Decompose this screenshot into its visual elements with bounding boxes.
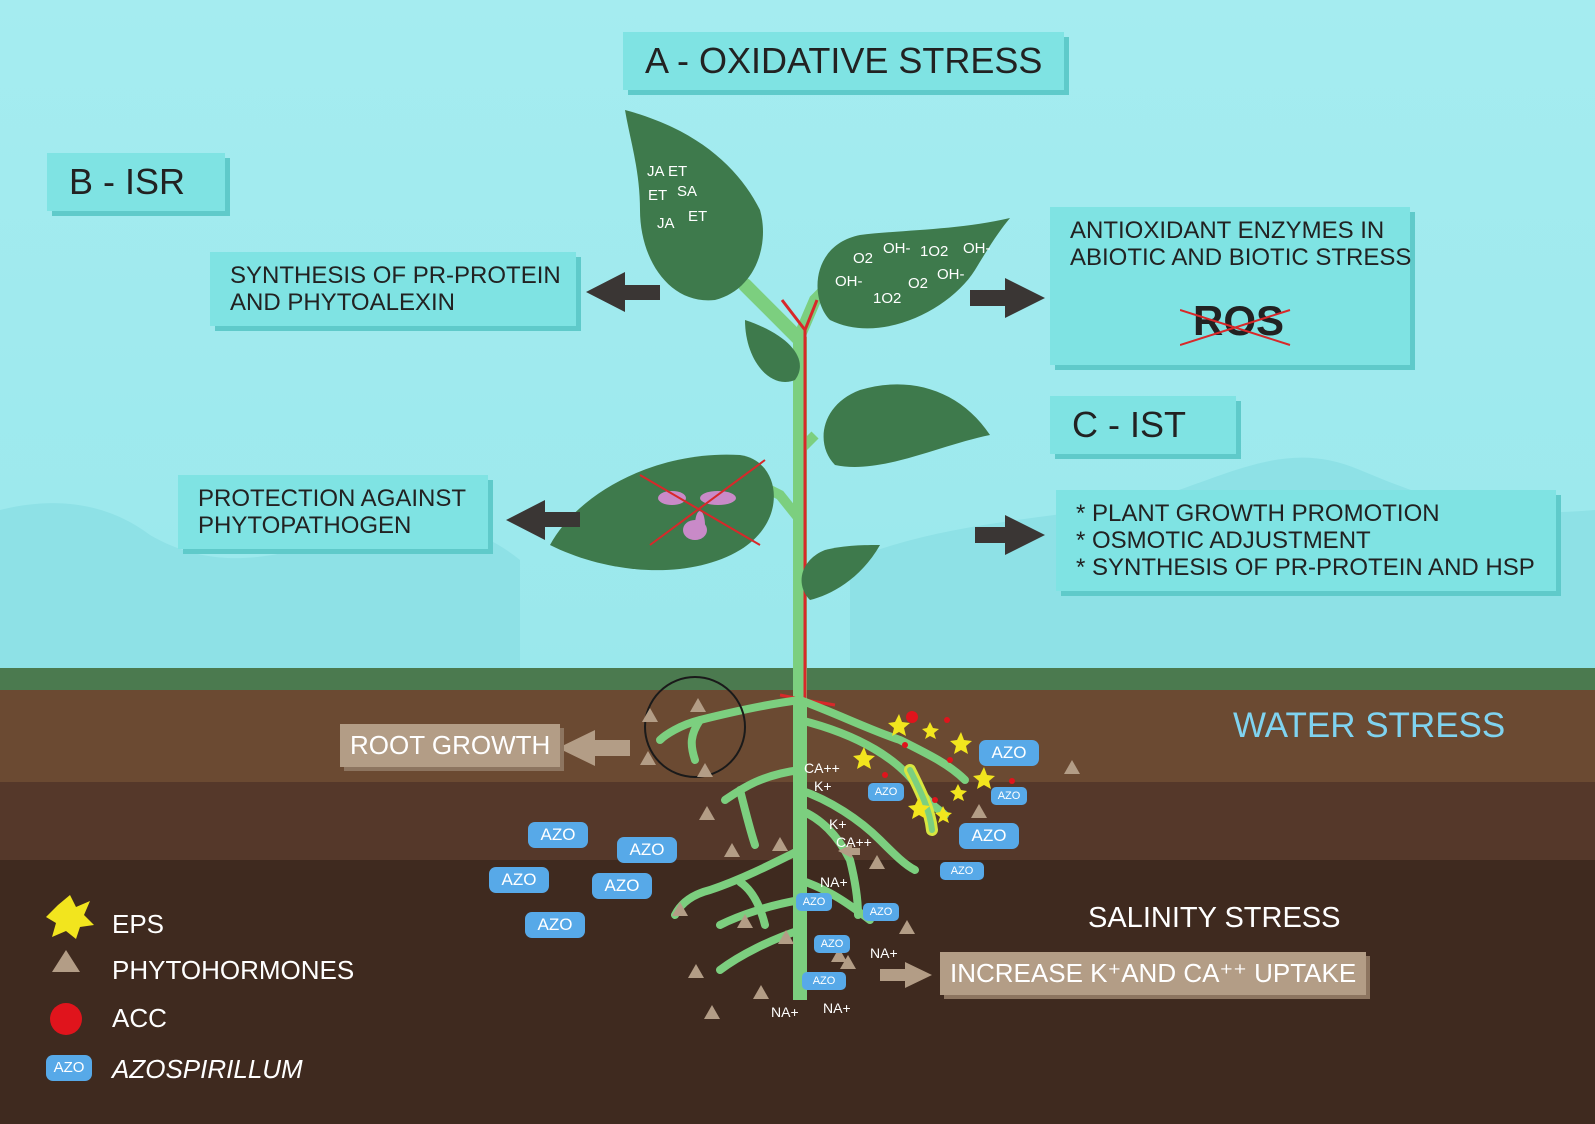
ion-label: CA++: [836, 834, 872, 850]
azo-bacterium-icon: AZO: [802, 972, 846, 990]
ist-box: * PLANT GROWTH PROMOTION * OSMOTIC ADJUS…: [1056, 490, 1556, 591]
legend-label-eps: EPS: [112, 909, 165, 939]
triangle-icon: [52, 950, 80, 972]
protection-line: PROTECTION AGAINST: [198, 485, 467, 512]
triangle-icon: [640, 698, 1080, 1019]
ion-label: K+: [829, 816, 847, 832]
root-growth-label: ROOT GROWTH: [340, 724, 561, 767]
ion-label: K+: [814, 778, 832, 794]
leaf-top-right: [817, 218, 1010, 329]
ros-species: OH-: [937, 266, 965, 283]
ist-line: * SYNTHESIS OF PR-PROTEIN AND HSP: [1076, 554, 1535, 581]
synthesis-box: SYNTHESIS OF PR-PROTEIN AND PHYTOALEXIN: [210, 252, 576, 326]
azo-bacterium-icon: AZO: [991, 787, 1027, 805]
synthesis-line: SYNTHESIS OF PR-PROTEIN: [230, 262, 561, 289]
legend-label-acc: ACC: [112, 1003, 167, 1033]
water-stress-label: WATER STRESS: [1233, 706, 1506, 745]
leaf-hormone: SA: [677, 183, 698, 200]
leaf-top-left: [625, 110, 763, 301]
antioxidant-box: ANTIOXIDANT ENZYMES IN ABIOTIC AND BIOTI…: [1050, 207, 1412, 365]
protection-line: PHYTOPATHOGEN: [198, 512, 412, 539]
protection-box: PROTECTION AGAINST PHYTOPATHOGEN: [178, 475, 488, 549]
ros-species: O2: [853, 250, 874, 267]
azo-bacterium-icon: AZO: [959, 823, 1019, 849]
ion-label: CA++: [804, 760, 840, 776]
azo-bacterium-icon: AZO: [814, 935, 850, 953]
azo-bacterium-icon: AZO: [528, 822, 588, 848]
ion-label: NA+: [870, 945, 898, 961]
leaf-hormone: JA: [647, 163, 665, 180]
azo-bacterium-icon: AZO: [979, 740, 1039, 766]
red-dot-icon: [50, 1003, 82, 1035]
azo-bacterium-icon: AZO: [940, 862, 984, 880]
antioxidant-line: ABIOTIC AND BIOTIC STRESS: [1070, 244, 1412, 271]
azo-bacterium-icon: AZO: [863, 903, 899, 921]
azo-bacterium-icon: AZO: [489, 867, 549, 893]
ros-species: OH-: [963, 240, 991, 257]
root-growth-circle: [644, 676, 746, 778]
azo-bacterium-icon: AZO: [592, 873, 652, 899]
cross-mark-icon: [639, 459, 766, 546]
ros-species: OH-: [835, 273, 863, 290]
arrow-brown-icon: [558, 730, 932, 988]
azo-bacterium-icon: AZO: [46, 1055, 92, 1081]
hills: [0, 503, 520, 690]
red-dot-icon: [882, 711, 1015, 803]
stem-branch: [796, 431, 819, 454]
azo-bacterium-icon: AZO: [868, 783, 904, 801]
leaf-hormone: ET: [668, 163, 688, 180]
ros-species: 1O2: [873, 290, 902, 307]
roots: [656, 696, 969, 974]
ros-species: O2: [908, 275, 929, 292]
leaf-mid-right: [823, 384, 990, 468]
signal-line: [779, 299, 836, 707]
antioxidant-line: ANTIOXIDANT ENZYMES IN: [1070, 217, 1385, 244]
ion-label: NA+: [820, 874, 848, 890]
ros-species: 1O2: [920, 243, 949, 260]
ion-label: NA+: [771, 1004, 799, 1020]
ros-species: OH-: [883, 240, 911, 257]
leaf-hormone: ET: [648, 187, 668, 204]
legend-label-azospirillum: AZOSPIRILLUM: [112, 1054, 303, 1084]
leaf-hormone: JA: [657, 215, 675, 232]
ist-line: * PLANT GROWTH PROMOTION: [1076, 500, 1440, 527]
ist-title: C - IST: [1050, 396, 1236, 454]
leaf-hormone: ET: [688, 208, 708, 225]
leaf-small: [745, 320, 800, 382]
leaf-lower-right: [801, 545, 880, 600]
azo-bacterium-icon: AZO: [796, 893, 832, 911]
eps-star-icon: [46, 895, 94, 939]
synthesis-line: AND PHYTOALEXIN: [230, 289, 455, 316]
oxidative-stress-title: A - OXIDATIVE STRESS: [623, 32, 1065, 90]
arrow-left-icon: [506, 272, 660, 540]
eps-star-icon: [853, 714, 995, 823]
cross-mark-icon: [1180, 309, 1291, 346]
legend-label-phytohormones: PHYTOHORMONES: [112, 955, 355, 985]
salinity-stress-label: SALINITY STRESS: [1088, 902, 1341, 934]
ion-label: NA+: [823, 1000, 851, 1016]
increase-uptake-label: INCREASE K⁺AND CA⁺⁺ UPTAKE: [940, 952, 1367, 995]
ist-line: * OSMOTIC ADJUSTMENT: [1076, 527, 1371, 554]
azo-bacterium-icon: AZO: [617, 837, 677, 863]
leaf-infected: [550, 454, 774, 571]
isr-title: B - ISR: [47, 153, 226, 211]
azo-bacterium-icon: AZO: [525, 912, 585, 938]
